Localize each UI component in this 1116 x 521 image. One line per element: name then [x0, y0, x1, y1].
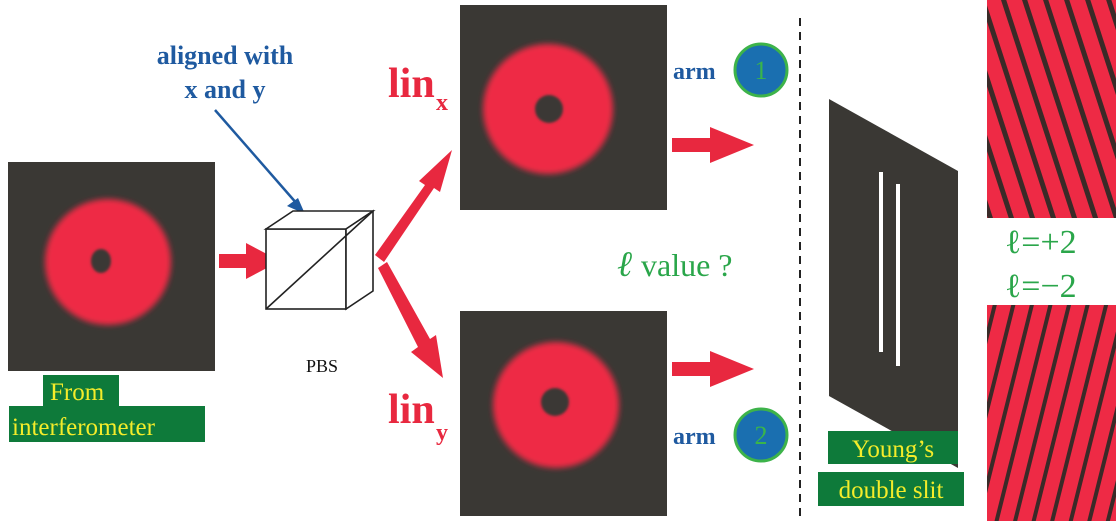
input-label: From interferometer: [9, 375, 205, 442]
arrow-arm-2: [672, 351, 754, 387]
lin-y-label: lin y: [388, 387, 448, 446]
svg-text:x and y: x and y: [185, 75, 266, 104]
svg-text:2: 2: [755, 421, 768, 450]
svg-text:arm: arm: [673, 424, 716, 450]
arrow-to-bottom: [378, 262, 443, 378]
arrow-arm-1: [672, 127, 754, 163]
svg-text:arm: arm: [673, 59, 716, 85]
svg-text:double slit: double slit: [839, 477, 944, 504]
arm-1-label: arm 1: [673, 42, 789, 98]
result-label-top: ℓ=+2: [1005, 224, 1077, 261]
arrow-to-top: [375, 150, 452, 262]
fringe-pattern-top: [987, 0, 1116, 218]
pbs-cube: [263, 209, 376, 311]
svg-text:lin: lin: [388, 387, 435, 433]
svg-text:1: 1: [755, 56, 768, 85]
svg-text:Young’s: Young’s: [852, 436, 934, 463]
ell-value-question: ℓ value ?: [617, 244, 733, 284]
svg-text:From: From: [50, 379, 105, 406]
result-label-bottom: ℓ=−2: [1005, 268, 1077, 305]
svg-text:ℓ: ℓ: [617, 244, 632, 284]
svg-text:value ?: value ?: [641, 247, 733, 283]
lin-x-label: lin x: [388, 61, 448, 116]
svg-text:y: y: [436, 420, 448, 446]
slit-label: Young’s double slit: [818, 431, 964, 506]
double-slit-screen: [829, 99, 958, 468]
svg-text:aligned with: aligned with: [157, 41, 294, 70]
input-beam-image: [8, 162, 215, 371]
output-beam-image-y: [460, 311, 667, 516]
arrow-to-pbs: [219, 243, 280, 279]
svg-text:interferometer: interferometer: [12, 414, 156, 441]
svg-text:x: x: [436, 90, 448, 116]
svg-text:lin: lin: [388, 61, 435, 107]
fringe-pattern-bottom: [987, 305, 1116, 521]
output-beam-image-x: [460, 5, 667, 210]
arm-2-label: arm 2: [673, 407, 789, 463]
pbs-label: PBS: [306, 356, 338, 376]
alignment-annotation: aligned with x and y: [157, 41, 305, 214]
